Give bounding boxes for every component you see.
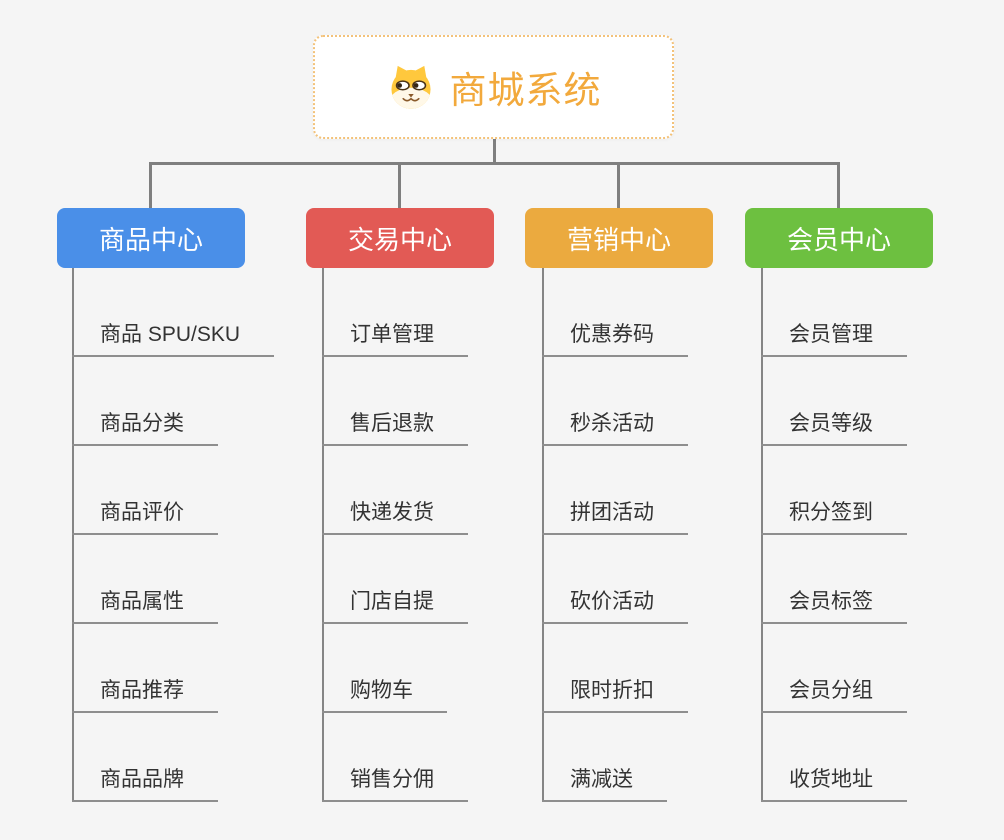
leaf-label[interactable]: 限时折扣	[542, 674, 688, 713]
leaf-node[interactable]: 会员标签	[761, 535, 907, 624]
leaf-label[interactable]: 秒杀活动	[542, 407, 688, 446]
leaf-node[interactable]: 优惠券码	[542, 268, 688, 357]
branch-member-center[interactable]: 会员中心	[745, 208, 933, 268]
leaf-label[interactable]: 商品分类	[72, 407, 218, 446]
leaf-label[interactable]: 砍价活动	[542, 585, 688, 624]
leaf-label[interactable]: 商品推荐	[72, 674, 218, 713]
leaf-node[interactable]: 限时折扣	[542, 624, 688, 713]
leaf-label[interactable]: 积分签到	[761, 496, 907, 535]
leaf-label[interactable]: 门店自提	[322, 585, 468, 624]
leaf-node[interactable]: 秒杀活动	[542, 357, 688, 446]
leaf-node[interactable]: 商品分类	[72, 357, 274, 446]
branch-product-center[interactable]: 商品中心	[57, 208, 245, 268]
leaf-node[interactable]: 拼团活动	[542, 446, 688, 535]
leaf-label[interactable]: 商品评价	[72, 496, 218, 535]
leaf-label[interactable]: 订单管理	[322, 318, 468, 357]
leaf-node[interactable]: 砍价活动	[542, 535, 688, 624]
leaf-node[interactable]: 售后退款	[322, 357, 468, 446]
root-title: 商城系统	[449, 70, 602, 111]
leaf-node[interactable]: 订单管理	[322, 268, 468, 357]
leaf-node[interactable]: 会员等级	[761, 357, 907, 446]
leaf-node[interactable]: 商品属性	[72, 535, 274, 624]
leaf-label[interactable]: 满减送	[542, 763, 667, 802]
branch-children-product: 商品 SPU/SKU 商品分类 商品评价 商品属性 商品推荐 商品品牌	[72, 268, 275, 802]
leaf-node[interactable]: 购物车	[322, 624, 468, 713]
connector-drop-trade	[398, 162, 401, 208]
connector-drop-product	[149, 162, 152, 208]
leaf-label[interactable]: 销售分佣	[322, 763, 468, 802]
leaf-label[interactable]: 会员等级	[761, 407, 907, 446]
leaf-label[interactable]: 售后退款	[322, 407, 468, 446]
connector-drop-marketing	[617, 162, 620, 208]
leaf-node[interactable]: 商品 SPU/SKU	[72, 268, 275, 357]
leaf-node[interactable]: 会员分组	[761, 624, 907, 713]
connector-drop-member	[837, 162, 840, 208]
leaf-node[interactable]: 商品推荐	[72, 624, 274, 713]
leaf-label[interactable]: 会员分组	[761, 674, 907, 713]
leaf-node[interactable]: 门店自提	[322, 535, 468, 624]
leaf-node[interactable]: 满减送	[542, 713, 688, 802]
leaf-label[interactable]: 购物车	[322, 674, 447, 713]
leaf-node[interactable]: 收货地址	[761, 713, 907, 802]
branch-marketing-center[interactable]: 营销中心	[525, 208, 713, 268]
leaf-label[interactable]: 会员标签	[761, 585, 907, 624]
leaf-label[interactable]: 商品 SPU/SKU	[72, 318, 275, 357]
leaf-label[interactable]: 商品属性	[72, 585, 218, 624]
dog-face-icon	[386, 62, 436, 112]
branch-children-trade: 订单管理 售后退款 快递发货 门店自提 购物车 销售分佣	[322, 268, 468, 802]
connector-root-drop	[493, 139, 496, 164]
connector-trunk	[149, 162, 839, 165]
leaf-node[interactable]: 商品评价	[72, 446, 274, 535]
leaf-label[interactable]: 拼团活动	[542, 496, 688, 535]
leaf-label[interactable]: 快递发货	[322, 496, 468, 535]
leaf-label[interactable]: 优惠券码	[542, 318, 688, 357]
branch-children-marketing: 优惠券码 秒杀活动 拼团活动 砍价活动 限时折扣 满减送	[542, 268, 688, 802]
branch-trade-center[interactable]: 交易中心	[306, 208, 494, 268]
leaf-label[interactable]: 收货地址	[761, 763, 907, 802]
root-node[interactable]: 商城系统	[313, 35, 674, 139]
leaf-node[interactable]: 会员管理	[761, 268, 907, 357]
leaf-label[interactable]: 会员管理	[761, 318, 907, 357]
leaf-node[interactable]: 快递发货	[322, 446, 468, 535]
leaf-node[interactable]: 积分签到	[761, 446, 907, 535]
leaf-node[interactable]: 商品品牌	[72, 713, 274, 802]
leaf-node[interactable]: 销售分佣	[322, 713, 468, 802]
leaf-label[interactable]: 商品品牌	[72, 763, 218, 802]
branch-children-member: 会员管理 会员等级 积分签到 会员标签 会员分组 收货地址	[761, 268, 907, 802]
